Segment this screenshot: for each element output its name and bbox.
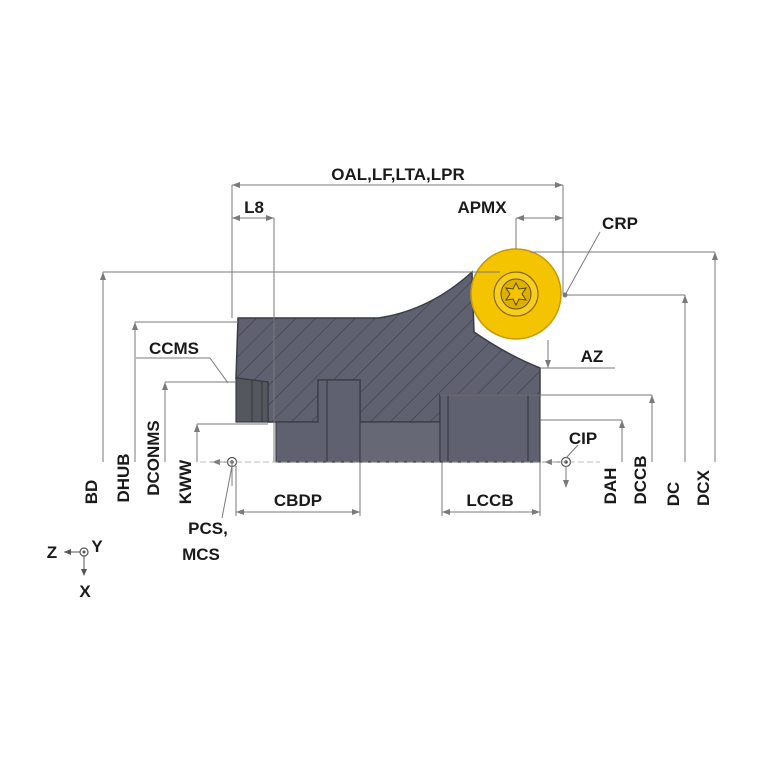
label-bd: BD	[82, 480, 101, 505]
axis-indicator	[64, 547, 89, 576]
label-dconms: DCONMS	[144, 420, 163, 496]
labels: OAL,LF,LTA,LPR L8 APMX CRP CCMS AZ CIP C…	[47, 165, 713, 601]
round-insert	[470, 248, 562, 340]
label-cbdp: CBDP	[274, 491, 322, 510]
label-az: AZ	[581, 347, 604, 366]
body-bottom-right	[439, 394, 541, 463]
torx-screw-icon	[504, 281, 528, 307]
tool-body	[235, 270, 541, 463]
dimension-lines	[100, 182, 718, 519]
label-crp: CRP	[602, 214, 638, 233]
label-axis-y: Y	[91, 537, 103, 556]
label-axis-z: Z	[47, 543, 57, 562]
label-dc: DC	[664, 482, 683, 507]
body-bottom-middle	[359, 421, 441, 463]
label-dccb: DCCB	[631, 455, 650, 504]
label-mcs: MCS	[182, 545, 220, 564]
label-axis-x: X	[79, 582, 91, 601]
label-dhub: DHUB	[114, 453, 133, 502]
label-dcx: DCX	[694, 469, 713, 506]
label-kww: KWW	[176, 459, 195, 504]
label-ccms: CCMS	[149, 339, 199, 358]
label-cip: CIP	[569, 429, 597, 448]
label-dah: DAH	[601, 468, 620, 505]
label-apmx: APMX	[457, 198, 507, 217]
label-l8: L8	[244, 198, 264, 217]
label-lccb: LCCB	[466, 491, 513, 510]
label-pcs: PCS,	[188, 519, 228, 538]
label-oal: OAL,LF,LTA,LPR	[331, 165, 464, 184]
